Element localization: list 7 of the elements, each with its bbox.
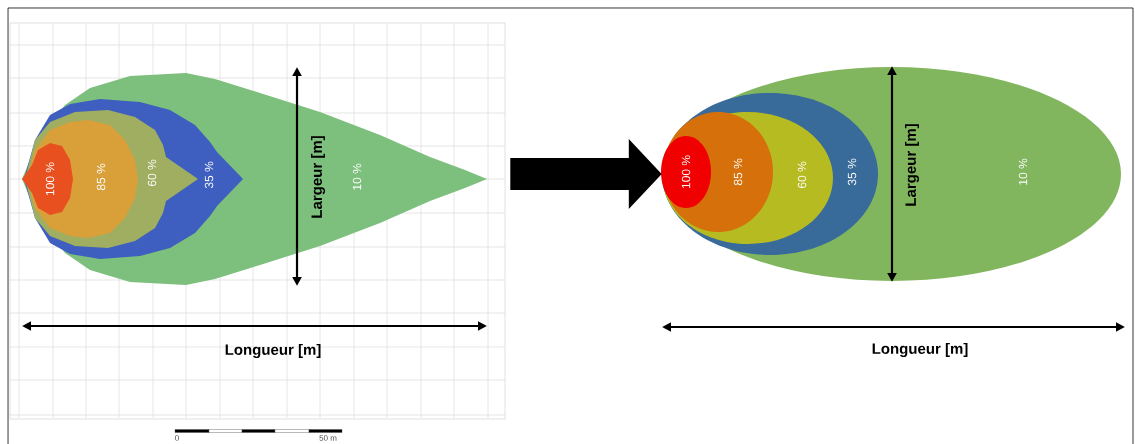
dimension-label: Largeur [m] — [905, 124, 920, 206]
dimension-label: Longueur [m] — [872, 342, 968, 357]
scale-label: 50 m — [319, 435, 337, 441]
scale-label: 0 — [175, 435, 179, 441]
dimension-label: Longueur [m] — [225, 343, 321, 358]
dimension-label: Largeur [m] — [311, 136, 326, 218]
map-grid — [9, 22, 506, 420]
